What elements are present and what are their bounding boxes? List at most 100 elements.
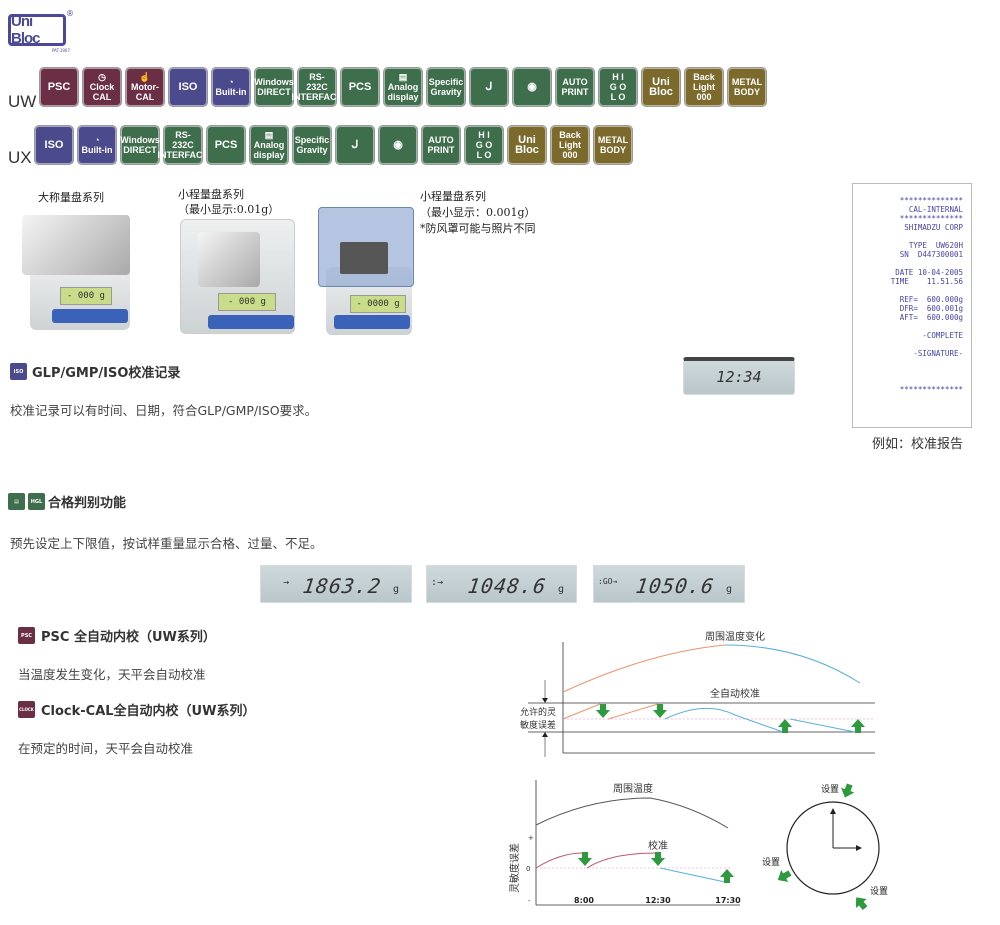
badge-label: G O — [609, 82, 627, 92]
badge-label: Gravity — [430, 87, 462, 97]
indicator: → — [283, 577, 290, 588]
report-line: AFT= 600.000g — [899, 313, 963, 322]
judge-heading: ▤ HGL 合格判别功能 — [8, 492, 126, 511]
badge-label: ◔ — [94, 135, 100, 145]
badge-label: Motor-CAL — [131, 82, 159, 102]
glp-heading: ISO GLP/GMP/ISO校准记录 — [10, 362, 180, 381]
unibloc-logo: Uni Bloc — [8, 13, 66, 47]
clock-face-icon: 设置 设置 设置 — [762, 782, 888, 913]
weight-display-go: :GO→ 1050.6 g — [593, 565, 745, 603]
glp-body: 校准记录可以有时间、日期，符合GLP/GMP/ISO要求。 — [10, 403, 318, 418]
feature-badge-icon: ISO — [35, 126, 73, 164]
badge-label: ᒍ — [351, 139, 359, 151]
badge-label: Back Light — [693, 72, 715, 92]
indicator: :→ — [431, 577, 444, 588]
badge-label: Clock CAL — [89, 82, 115, 102]
weight-display-under: :→ 1048.6 g — [426, 565, 577, 603]
weight-value: 1050.6 — [634, 574, 716, 598]
row-label-uw: UW — [8, 92, 37, 111]
product-caption-micro: 小程量盘系列 （最小显示：0.001g） *防风罩可能与照片不同 — [420, 190, 536, 235]
badge-label: Analog display — [387, 82, 419, 102]
feature-badge-icon: Uni Bloc — [508, 126, 546, 164]
badge-label: L O — [610, 92, 626, 102]
report-line: REF= 600.000g — [899, 295, 963, 304]
badge-label: INTERFACE — [291, 92, 343, 102]
balance-display: - 000 g — [218, 293, 276, 311]
clock-cal-icon: CLOCK — [18, 701, 35, 718]
weight-display-over: → 1863.2 g — [260, 565, 412, 603]
report-line — [861, 340, 963, 349]
badge-label: Uni Bloc — [649, 76, 673, 98]
feature-badge-icon: ▤Analog display — [384, 68, 422, 106]
feature-badge-icon: ◔Built-in — [212, 68, 250, 106]
feature-badge-icon: ◉ — [513, 68, 551, 106]
balance-image-micro: - 0000 g — [318, 207, 414, 337]
badge-label: ◔ — [228, 77, 234, 87]
badge-label: PCS — [348, 81, 372, 93]
psc-title: PSC 全自动内校（UW系列） — [41, 630, 216, 645]
report-line: ************** — [899, 385, 963, 394]
balance-display: - 000 g — [60, 287, 112, 305]
report-line — [861, 322, 963, 331]
report-line: SN D447300001 — [899, 250, 963, 259]
badge-label: INTERFACE — [157, 150, 209, 160]
badge-label: ISO — [178, 81, 198, 93]
indicator: :GO→ — [598, 577, 618, 586]
feature-badge-icon: ◔Built-in — [78, 126, 116, 164]
calibration-arrow-icon — [651, 852, 665, 866]
psc-heading: PSC PSC 全自动内校（UW系列） — [18, 626, 216, 645]
badge-label: AUTO — [428, 135, 454, 145]
product-caption-large: 大称量盘系列 — [38, 191, 104, 204]
diagram2-label: 校准 — [648, 839, 668, 852]
badge-label: Gravity — [296, 145, 328, 155]
balance-image-small: - 000 g — [178, 215, 298, 340]
badge-label: ▤ — [264, 130, 274, 140]
diagram2-title: 周围温度 — [613, 782, 653, 795]
report-line — [861, 232, 963, 241]
setting-label: 设置 — [762, 857, 780, 868]
badge-label: Specific — [428, 77, 464, 87]
weight-unit: g — [392, 584, 399, 595]
balance-display: - 0000 g — [350, 295, 406, 313]
calibration-arrow-icon — [596, 704, 610, 718]
report-line: DATE 10-04-2005 — [895, 268, 963, 277]
badge-label: Built-in — [215, 87, 247, 97]
feature-badge-icon: ᒍ — [470, 68, 508, 106]
report-line — [861, 286, 963, 295]
tolerance-label-2: 敏度误差 — [520, 719, 556, 731]
badge-label: 000 — [696, 92, 712, 102]
report-line — [861, 367, 963, 376]
badge-label: ISO — [44, 139, 64, 151]
feature-badge-icon: ᒍ — [336, 126, 374, 164]
calibration-report: **************CAL-INTERNAL**************… — [852, 183, 972, 428]
badge-label: ☝ — [139, 72, 151, 82]
feature-badge-icon: PSC — [40, 68, 78, 106]
badge-label: Analog display — [253, 140, 285, 160]
badge-label: Built-in — [81, 145, 113, 155]
tick-minus: - — [528, 897, 531, 905]
setting-label: 设置 — [870, 886, 888, 897]
badge-label: ◉ — [393, 139, 403, 151]
balance-image-large: - 000 g — [20, 215, 130, 335]
badge-label: METAL — [597, 135, 629, 145]
report-caption: 例如：校准报告 — [872, 437, 964, 452]
diagram1-label: 全自动校准 — [710, 687, 760, 700]
time-label: 8:00 — [574, 896, 594, 905]
badge-label: 000 — [562, 150, 578, 160]
badge-label: ᒍ — [485, 81, 493, 93]
badge-label: BODY — [599, 145, 626, 155]
badge-label: METAL — [731, 77, 763, 87]
badge-label: DIRECT — [123, 145, 157, 155]
clockcal-body: 在预定的时间，天平会自动校准 — [18, 741, 194, 756]
report-line: -SIGNATURE- — [913, 349, 963, 358]
badge-label: PSC — [47, 81, 71, 93]
report-line: TIME 11.51.56 — [890, 277, 963, 286]
logo-text: Uni Bloc — [11, 13, 41, 47]
